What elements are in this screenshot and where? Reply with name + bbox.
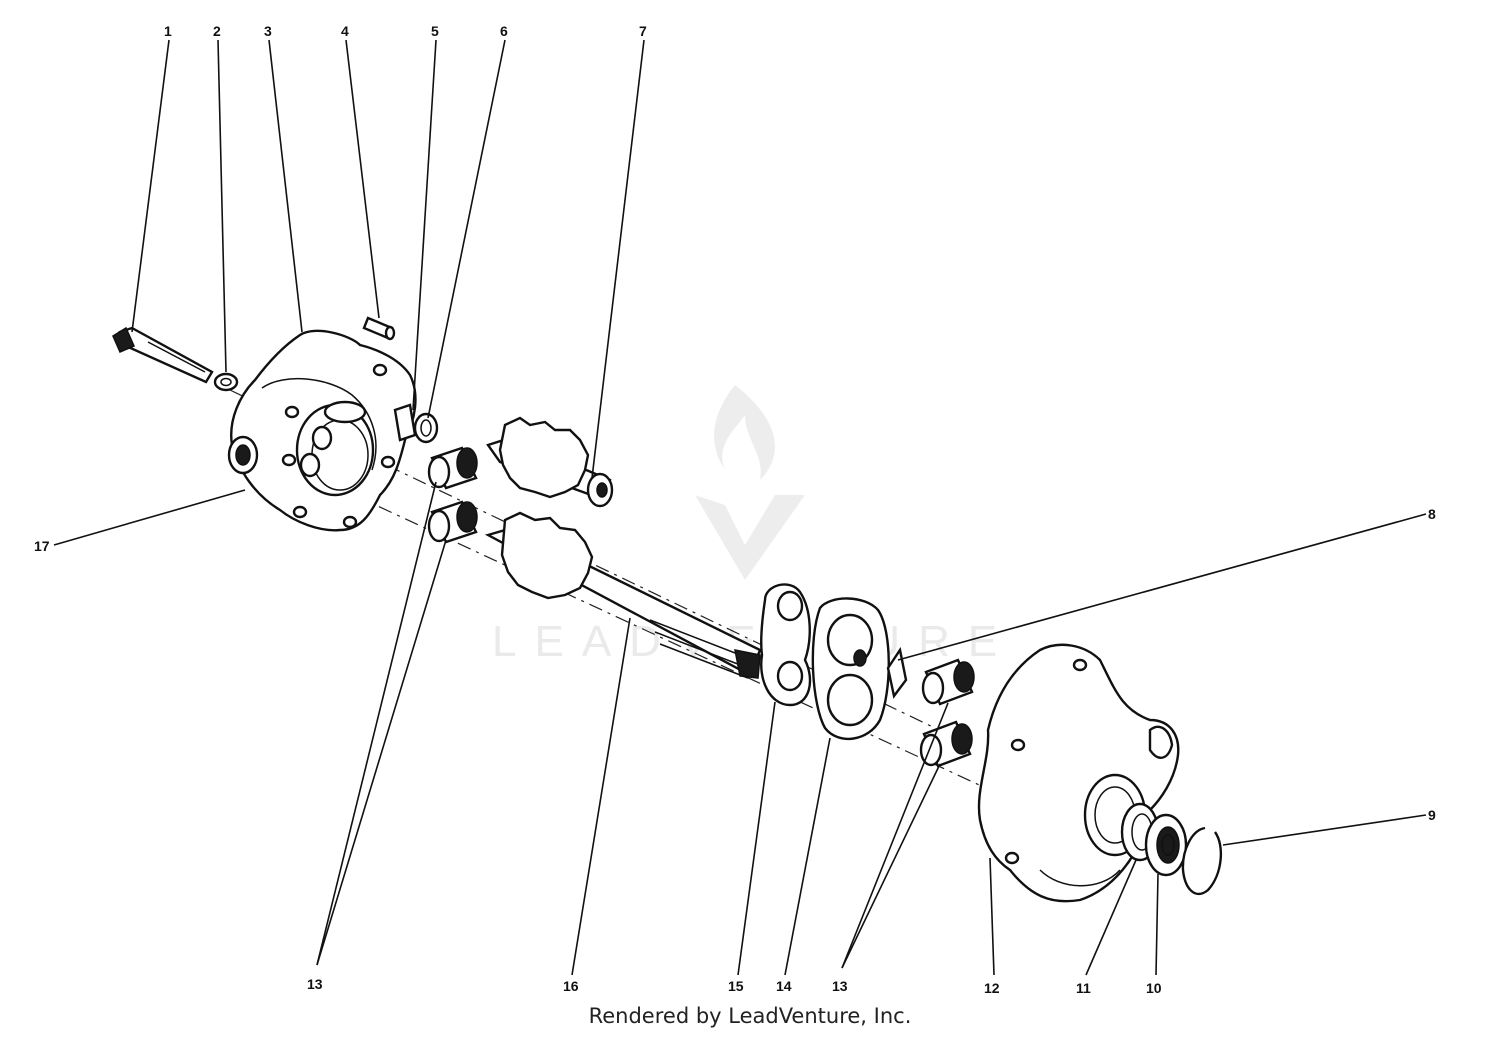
callout-5: 5: [431, 23, 439, 39]
part-13-bearing-lower-right: [919, 720, 973, 768]
footer-credit: Rendered by LeadVenture, Inc.: [588, 1004, 912, 1028]
leader-lines: [53, 39, 1427, 976]
part-6-seal-ring: [413, 412, 439, 444]
part-13-bearing-upper-left: [427, 446, 478, 490]
callout-8: 8: [1428, 506, 1436, 522]
part-8-key: [886, 646, 908, 699]
center-line-lower: [299, 469, 991, 791]
callout-13-left: 13: [307, 976, 323, 992]
callout-7: 7: [639, 23, 647, 39]
callout-12: 12: [984, 980, 1000, 996]
watermark-logo: LEADVENTURE: [492, 385, 997, 666]
part-3-pump-body: [227, 329, 417, 532]
callout-13-right: 13: [832, 978, 848, 994]
callout-6: 6: [500, 23, 508, 39]
part-4-dowel-pin: [362, 316, 396, 341]
callout-11: 11: [1076, 980, 1091, 996]
part-2-washer: [213, 372, 239, 392]
callout-labels: 1 2 3 4 5 6 7 8 9 10 11 12 13 13 14 15 1…: [34, 23, 1436, 996]
callout-2: 2: [213, 23, 221, 39]
callout-10: 10: [1146, 980, 1162, 996]
part-7-idler-gear: [486, 416, 614, 508]
callout-1: 1: [164, 23, 172, 39]
part-10-washer: [1144, 813, 1188, 877]
part-9-snap-ring: [1181, 826, 1223, 896]
part-14-plate: [811, 597, 890, 741]
part-12-cover-housing: [977, 643, 1180, 903]
part-1-bolt: [112, 326, 214, 384]
callout-3: 3: [264, 23, 272, 39]
callout-14: 14: [776, 978, 792, 994]
part-13-bearing-upper-right: [921, 658, 975, 706]
callout-9: 9: [1428, 807, 1436, 823]
callout-16: 16: [563, 978, 579, 994]
part-16-drive-shaft-gear: [484, 511, 762, 679]
callout-17: 17: [34, 538, 50, 554]
part-5-key: [393, 403, 417, 442]
part-13-bearing-lower-left: [427, 500, 478, 544]
callout-4: 4: [341, 23, 349, 39]
part-15-gasket: [760, 583, 812, 707]
callout-15: 15: [728, 978, 744, 994]
